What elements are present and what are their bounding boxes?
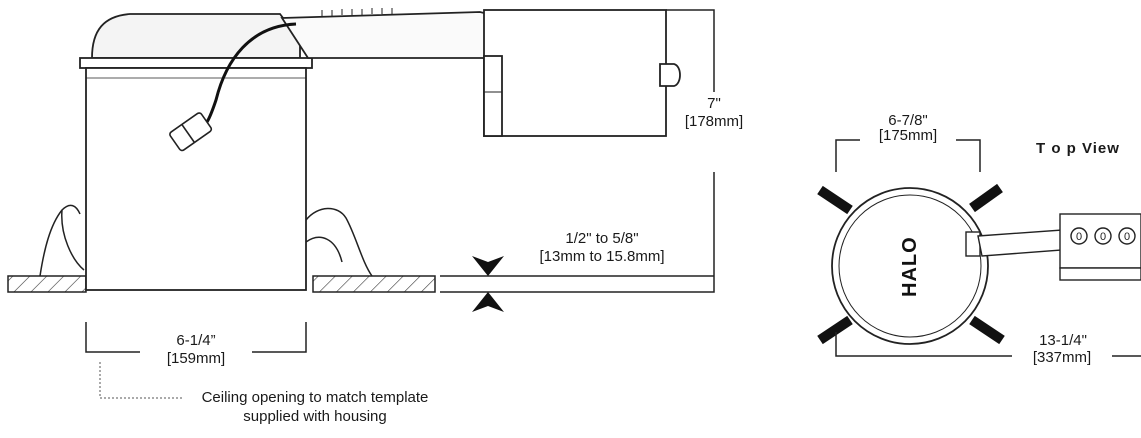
top-width-dimension-line [835, 139, 981, 172]
top-view-conduit: 0 0 0 [977, 213, 1141, 281]
height-dimension-mm: [178mm] [684, 113, 744, 130]
ceiling-opening-note-line1: Ceiling opening to match template [201, 389, 429, 406]
spring-clips-top [817, 183, 1005, 345]
ceiling-drywall [7, 275, 436, 293]
overall-length-inches: 13-1/4" [1039, 332, 1087, 349]
top-width-mm: [175mm] [878, 127, 938, 144]
overall-length-dimension-line [835, 332, 1141, 357]
wire-connector [169, 22, 297, 152]
aperture-dimension-line [85, 322, 307, 353]
halo-logo: HALO [899, 236, 921, 297]
ceiling-thickness-inches: 1/2" to 5/8" [565, 230, 639, 247]
overall-length-mm: [337mm] [1032, 349, 1092, 366]
ceiling-note-leader [99, 362, 184, 399]
top-view-drawing: 0 0 0 [817, 139, 1141, 357]
ceiling-opening-note-line2: supplied with housing [243, 408, 387, 425]
wire-conduit [280, 8, 499, 59]
aperture-width-inches: 6-1/4” [176, 332, 216, 349]
mounting-springs [39, 204, 373, 277]
height-dimension-line [440, 9, 715, 293]
svg-text:0: 0 [1100, 231, 1106, 243]
ceiling-thickness-mm: [13mm to 15.8mm] [539, 248, 665, 265]
top-view-housing [831, 187, 989, 345]
top-width-inches: 6-7/8" [888, 112, 928, 129]
top-view-title: T o p View [1036, 140, 1120, 157]
svg-text:0: 0 [1124, 231, 1130, 243]
svg-text:0: 0 [1076, 231, 1082, 243]
height-dimension-inches: 7" [707, 95, 721, 112]
housing-can [79, 13, 313, 291]
aperture-width-mm: [159mm] [166, 350, 226, 367]
ceiling-thickness-dimension [440, 256, 714, 312]
junction-box [483, 9, 681, 137]
